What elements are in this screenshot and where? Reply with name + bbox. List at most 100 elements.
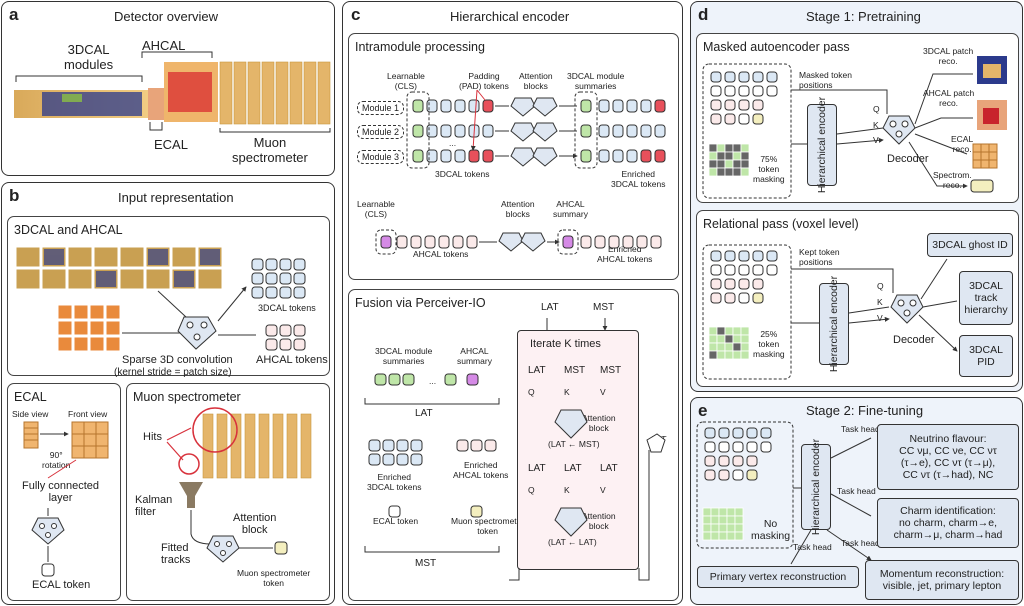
q-label: Q bbox=[528, 485, 535, 495]
v-label: V bbox=[600, 485, 606, 495]
label-ecal-token: ECAL token bbox=[32, 579, 91, 591]
label-mst: MST bbox=[415, 558, 437, 569]
panel-title: Input representation bbox=[118, 190, 234, 205]
label-attention: Attention block bbox=[233, 512, 277, 536]
label-ecal: ECAL bbox=[154, 137, 188, 152]
label-no-masking: No masking bbox=[751, 518, 791, 542]
row1-a: LAT bbox=[528, 365, 546, 376]
subpanel-muon: Muon spectrometer Hits Kalman filter Fit… bbox=[126, 383, 330, 601]
subpanel-relational: Relational pass (voxel level) Kept token… bbox=[696, 210, 1019, 387]
label-mst-top: MST bbox=[593, 302, 615, 313]
q-label: Q bbox=[877, 281, 884, 291]
label-conv-sub: (kernel stride = patch size) bbox=[114, 367, 232, 378]
panel-letter: b bbox=[9, 186, 20, 205]
label-masking: 75% token masking bbox=[753, 154, 785, 184]
relational-drawing bbox=[702, 244, 1020, 380]
panel-e: e Stage 2: Fine-tuning No masking Hierar… bbox=[690, 397, 1023, 605]
output-vertex: Primary vertex reconstruction bbox=[697, 566, 859, 588]
panel-letter: c bbox=[351, 5, 361, 24]
finetune-drawing bbox=[696, 421, 1024, 606]
panel-title: Detector overview bbox=[114, 9, 219, 24]
intramodule-drawing bbox=[375, 89, 666, 255]
label-ahcal-tokens: AHCAL tokens bbox=[256, 354, 328, 366]
row2-a: LAT bbox=[528, 463, 546, 474]
label-muon-token: Muon spectrometer token bbox=[237, 568, 311, 588]
label-enriched-3dcal: Enriched 3DCAL tokens bbox=[611, 169, 666, 189]
label-side-view: Side view bbox=[12, 409, 49, 419]
label-conv: Sparse 3D convolution bbox=[122, 354, 233, 366]
task-head-3: Task head bbox=[793, 542, 832, 552]
label-ahcal-summary: AHCAL summary bbox=[553, 199, 588, 219]
panel-letter: e bbox=[698, 401, 708, 420]
module-label: Module 1 bbox=[357, 101, 405, 115]
label-learnable-2: Learnable (CLS) bbox=[357, 199, 395, 219]
hierarchical-encoder: Hierarchical encoder bbox=[819, 276, 849, 372]
label-iterate: Iterate K times bbox=[530, 338, 601, 350]
label-ecal-token: ECAL token bbox=[373, 516, 419, 526]
q-label: Q bbox=[528, 387, 535, 397]
panel-letter: d bbox=[698, 5, 709, 24]
subpanel-title: 3DCAL and AHCAL bbox=[14, 223, 123, 237]
hierarchical-encoder: Hierarchical encoder bbox=[801, 439, 831, 535]
label-decoder: Decoder bbox=[893, 334, 935, 346]
label-masking: 25% token masking bbox=[753, 329, 785, 359]
panel-title: Stage 1: Pretraining bbox=[806, 9, 921, 24]
label-summaries: 3DCAL module summaries bbox=[567, 71, 625, 91]
task-head-4: Task head bbox=[841, 538, 880, 548]
detector-drawing bbox=[14, 51, 331, 133]
panel-c: c Hierarchical encoder Intramodule proce… bbox=[342, 1, 683, 605]
k-label: K bbox=[877, 297, 883, 307]
output-ahcal: AHCAL patch reco. bbox=[923, 88, 975, 108]
panel-d: d Stage 1: Pretraining Masked autoencode… bbox=[690, 1, 1023, 392]
task-head-2: Task head bbox=[837, 486, 876, 496]
subpanel-title: ECAL bbox=[14, 390, 47, 404]
label-ahcal-tokens: AHCAL tokens bbox=[413, 249, 469, 259]
label-front-view: Front view bbox=[68, 409, 108, 419]
attn-sub-1: (LAT ← MST) bbox=[548, 439, 600, 449]
output-3dcal: 3DCAL patch reco. bbox=[923, 46, 974, 66]
attn-sub-2: (LAT ← LAT) bbox=[548, 537, 597, 547]
muon-drawing bbox=[166, 407, 312, 563]
task-head-1: Task head bbox=[841, 424, 880, 434]
v-label: V bbox=[877, 313, 883, 323]
label-fitted: Fitted tracks bbox=[161, 542, 191, 566]
label-kept-positions: Kept token positions bbox=[799, 247, 840, 267]
panel-title: Hierarchical encoder bbox=[450, 9, 570, 24]
subpanel-title: Intramodule processing bbox=[355, 40, 485, 54]
label-dots: ... bbox=[449, 138, 457, 148]
label-muon: Muon spectrometer bbox=[232, 135, 308, 165]
label-ahcal: AHCAL bbox=[142, 38, 186, 53]
label-enriched-ahcal: Enriched AHCAL tokens bbox=[453, 460, 509, 480]
k-label: K bbox=[564, 485, 570, 495]
subpanel-title: Fusion via Perceiver-IO bbox=[355, 296, 486, 310]
subpanel-fusion: Fusion via Perceiver-IO LAT MST 3DCAL mo… bbox=[348, 289, 679, 601]
output-charm: Charm identification: no charm, charm→e,… bbox=[877, 498, 1019, 548]
attn-label-1: Attention block bbox=[582, 413, 616, 433]
output-momentum: Momentum reconstruction: visible, jet, p… bbox=[865, 560, 1019, 600]
label-module-summaries: 3DCAL module summaries bbox=[375, 346, 433, 366]
subpanel-title: Relational pass (voxel level) bbox=[703, 217, 859, 231]
subpanel-mae: Masked autoencoder pass Masked token pos… bbox=[696, 33, 1019, 203]
label-3dcal-tokens: 3DCAL tokens bbox=[435, 169, 490, 179]
label-3dcal-modules: 3DCAL modules bbox=[64, 42, 114, 72]
output-spectrom: Spectrom. reco. bbox=[933, 170, 972, 190]
label-padding: Padding (PAD) tokens bbox=[459, 71, 509, 91]
label-attention-2: Attention blocks bbox=[501, 199, 535, 219]
panel-title: Stage 2: Fine-tuning bbox=[806, 403, 924, 418]
module-label: Module 2 bbox=[357, 125, 405, 139]
panel-b: b Input representation 3DCAL and AHCAL bbox=[1, 182, 335, 605]
panel-letter: a bbox=[9, 5, 19, 24]
label-ahcal-summary: AHCAL summary bbox=[457, 346, 492, 366]
output-flavour: Neutrino flavour: CC νμ, CC νe, CC ντ (τ… bbox=[877, 424, 1019, 490]
q-label: Q bbox=[873, 104, 880, 114]
label-learnable: Learnable (CLS) bbox=[387, 71, 425, 91]
label-lat: LAT bbox=[415, 408, 433, 419]
label-masked-positions: Masked token positions bbox=[799, 70, 852, 90]
label-fc-layer: Fully connected layer bbox=[22, 480, 100, 504]
label-dots: ... bbox=[429, 376, 437, 386]
fusion-drawing bbox=[364, 318, 666, 581]
k-label: K bbox=[873, 120, 879, 130]
label-muon-token: Muon spectrometer token bbox=[451, 516, 525, 536]
panel-a: a Detector overview 3DCAL modules AHCAL … bbox=[1, 1, 335, 176]
v-label: V bbox=[600, 387, 606, 397]
